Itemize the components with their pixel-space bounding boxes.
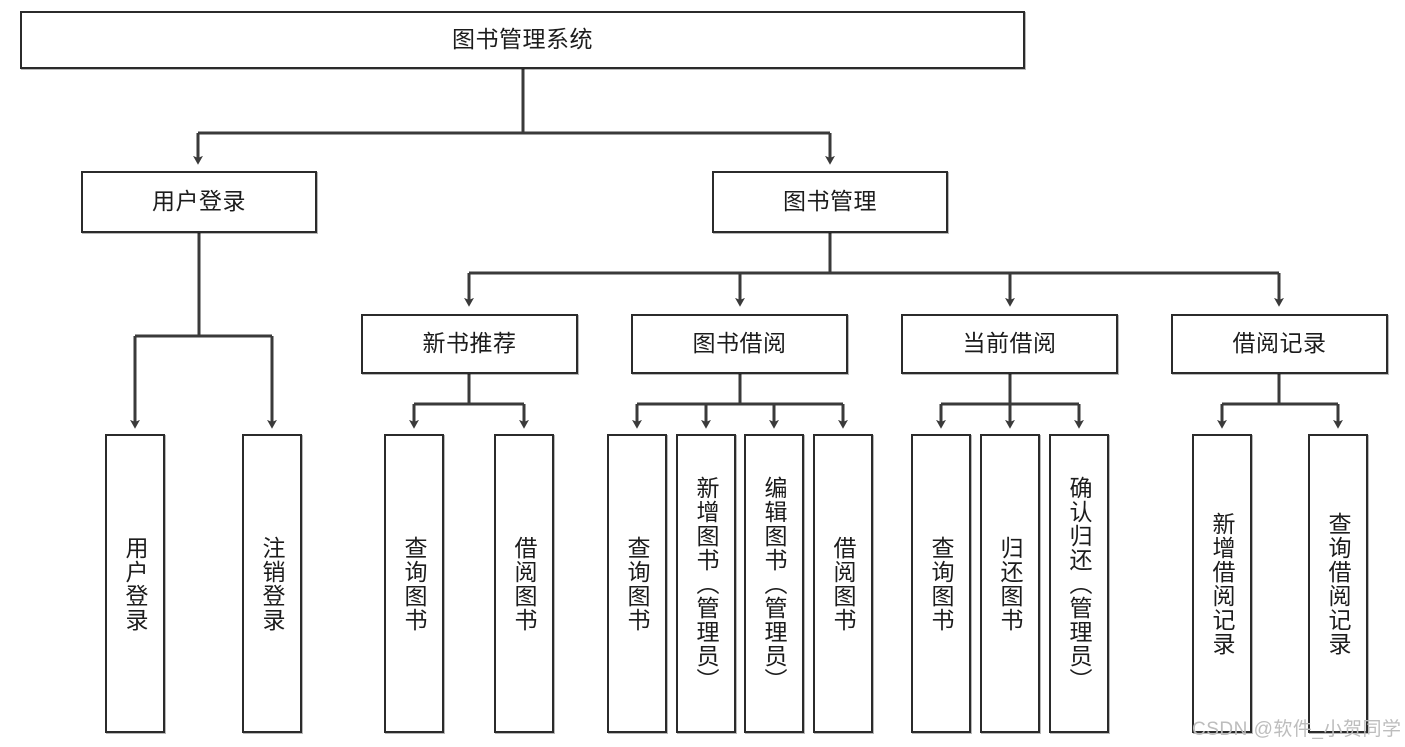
node-new-book-rec[interactable]: 新书推荐 bbox=[361, 314, 578, 374]
node-leaf-edit-book[interactable]: 编辑图书（管理员） bbox=[744, 434, 804, 733]
node-leaf-query-book-2-label: 查询图书 bbox=[624, 535, 651, 632]
node-root[interactable]: 图书管理系统 bbox=[20, 11, 1025, 69]
node-leaf-add-book[interactable]: 新增图书（管理员） bbox=[676, 434, 736, 733]
node-leaf-query-book-3[interactable]: 查询图书 bbox=[911, 434, 971, 733]
node-leaf-add-record[interactable]: 新增借阅记录 bbox=[1192, 434, 1252, 733]
node-book-manage-label: 图书管理 bbox=[783, 188, 877, 215]
node-leaf-query-book-2[interactable]: 查询图书 bbox=[607, 434, 667, 733]
node-leaf-add-book-label: 新增图书（管理员） bbox=[693, 475, 720, 692]
node-leaf-return-book-label: 归还图书 bbox=[997, 535, 1024, 632]
node-leaf-query-record-label: 查询借阅记录 bbox=[1325, 511, 1352, 656]
node-leaf-borrow-book-1-label: 借阅图书 bbox=[511, 535, 538, 632]
node-root-label: 图书管理系统 bbox=[452, 26, 593, 53]
node-leaf-return-book[interactable]: 归还图书 bbox=[980, 434, 1040, 733]
node-leaf-add-record-label: 新增借阅记录 bbox=[1209, 511, 1236, 656]
node-leaf-user-login[interactable]: 用户登录 bbox=[105, 434, 165, 733]
node-leaf-borrow-book-2[interactable]: 借阅图书 bbox=[813, 434, 873, 733]
node-book-manage[interactable]: 图书管理 bbox=[712, 171, 948, 233]
node-borrow-record-label: 借阅记录 bbox=[1232, 330, 1327, 357]
node-leaf-query-book-3-label: 查询图书 bbox=[928, 535, 955, 632]
node-leaf-borrow-book-2-label: 借阅图书 bbox=[830, 535, 857, 632]
node-new-book-rec-label: 新书推荐 bbox=[422, 330, 517, 357]
node-leaf-query-book-1-label: 查询图书 bbox=[401, 535, 428, 632]
node-leaf-edit-book-label: 编辑图书（管理员） bbox=[761, 475, 788, 692]
node-leaf-logout-login[interactable]: 注销登录 bbox=[242, 434, 302, 733]
node-user-login[interactable]: 用户登录 bbox=[81, 171, 317, 233]
node-leaf-query-record[interactable]: 查询借阅记录 bbox=[1308, 434, 1368, 733]
node-borrow-record[interactable]: 借阅记录 bbox=[1171, 314, 1388, 374]
node-user-login-label: 用户登录 bbox=[152, 188, 246, 215]
node-book-borrow-label: 图书借阅 bbox=[692, 330, 787, 357]
node-current-borrow[interactable]: 当前借阅 bbox=[901, 314, 1118, 374]
node-leaf-query-book-1[interactable]: 查询图书 bbox=[384, 434, 444, 733]
node-current-borrow-label: 当前借阅 bbox=[962, 330, 1057, 357]
node-book-borrow[interactable]: 图书借阅 bbox=[631, 314, 848, 374]
node-leaf-borrow-book-1[interactable]: 借阅图书 bbox=[494, 434, 554, 733]
node-leaf-confirm-return[interactable]: 确认归还（管理员） bbox=[1049, 434, 1109, 733]
node-leaf-logout-login-label: 注销登录 bbox=[259, 535, 286, 632]
node-leaf-confirm-return-label: 确认归还（管理员） bbox=[1066, 475, 1093, 692]
node-leaf-user-login-label: 用户登录 bbox=[122, 535, 149, 632]
